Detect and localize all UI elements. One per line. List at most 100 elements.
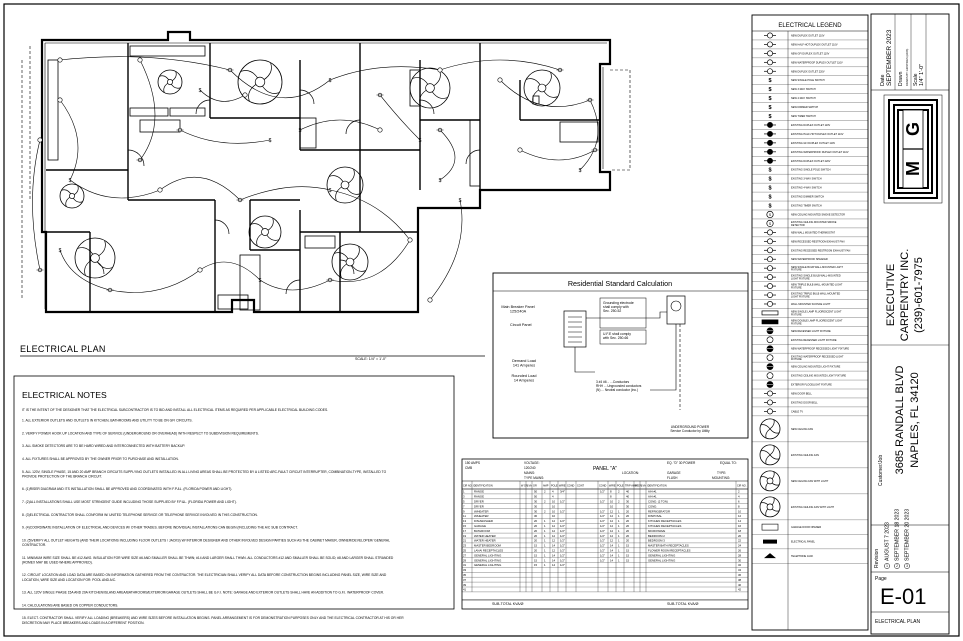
panel-right-cell: 1: [618, 529, 620, 533]
note-line: 5. ALL 120V, SINGLE PHASE, 15 AND 20 AMP…: [22, 470, 387, 474]
panel-left-cell: 23: [463, 544, 467, 548]
panel-left-cell: 1: [544, 529, 546, 533]
legend-symbol-icon: [766, 363, 774, 370]
svg-text:$: $: [768, 177, 771, 183]
panel-equal-to: EQUAL TO:: [720, 461, 737, 465]
panel-left-cell: 17: [463, 529, 467, 533]
revision-date: AUGUST 7 2023: [885, 522, 891, 561]
legend-label: EXTERIOR FLOODLIGHT FIXTURE: [791, 384, 832, 387]
date-label: Date: [880, 74, 886, 86]
wire-run: [329, 189, 411, 241]
legend-symbol-icon: [764, 399, 776, 406]
legend-symbol-icon: [759, 418, 781, 440]
panel-right-cell: 20: [626, 524, 630, 528]
legend-label: WALL MOUNTED SCONCE LIGHT: [791, 303, 831, 306]
legend-symbol-icon: [764, 238, 776, 245]
legend-symbol-icon: S: [766, 219, 774, 227]
panel-right-cell: 4: [738, 495, 740, 499]
panel-right-cell: 36: [738, 573, 742, 577]
legend-label: NEW WATERPROOF RECESSED LIGHT FIXTURE: [791, 348, 849, 351]
legend-label: NEW CEILING MOUNTED LIGHT FIXTURE: [791, 366, 841, 369]
panel-header: CIR NO.: [463, 485, 473, 488]
panel-right-cell: 1/2": [600, 534, 605, 538]
wire-run: [499, 79, 591, 107]
wire-run: [59, 249, 111, 291]
panel-right-cell: KITCHEN RECEPTACLES: [648, 519, 681, 523]
panel-right-cell: GENERAL LIGHTING: [648, 553, 675, 557]
panel-right-cell: 15: [626, 558, 630, 562]
panel-right-cell: 12: [610, 529, 614, 533]
company-phone: (239)-601-7975: [913, 257, 925, 333]
legend-symbol-icon: [764, 229, 776, 236]
legend-symbol-icon: $: [768, 186, 771, 192]
panel-right-cell: 1/2": [600, 500, 605, 504]
ceiling-fan-icon: [248, 215, 282, 249]
panel-left-cell: 14: [552, 553, 556, 557]
svg-text:$: $: [768, 168, 771, 174]
legend-symbol-icon: [764, 247, 776, 254]
panel-right-cell: 12: [610, 519, 614, 523]
revision-label: Revision: [874, 549, 880, 568]
panel-left-cell: 30: [534, 514, 538, 518]
panel-left-cell: WATER HEATER: [474, 534, 496, 538]
legend-label: ELECTRICAL PANEL: [791, 541, 816, 544]
wire-run: [439, 129, 456, 181]
switch-icon: $: [579, 168, 582, 174]
svg-text:$: $: [768, 114, 771, 120]
panel-left-cell: 20: [534, 529, 538, 533]
panel-right-cell: COND. (2 TON): [648, 500, 668, 504]
recessed-light-icon: [197, 267, 203, 273]
panel-header: OR: [533, 485, 537, 488]
ceiling-fan-icon: [59, 183, 85, 209]
legend-label: NEW CEILING MOUNTED SMOKE DETECTOR: [791, 213, 845, 216]
outlet-icon: [556, 67, 564, 73]
note-line: 15. ELECT. CONTRACTOR SHALL VERIFY ALL L…: [22, 616, 404, 620]
panel-left-cell: 1/2": [560, 549, 565, 553]
panel-header: W OR VA: [521, 485, 532, 488]
recessed-light-icon: [57, 97, 63, 103]
panel-right-cell: 15: [626, 553, 630, 557]
panel-header: COND: [567, 485, 575, 488]
wire-run: [429, 199, 463, 301]
panel-left-cell: GARAGE: [474, 524, 486, 528]
switch-icon: $: [269, 138, 272, 144]
panel-left-cell: 2: [544, 500, 546, 504]
panel-right-cell: 14: [610, 558, 614, 562]
outlet-icon: [36, 267, 44, 273]
recessed-light-icon: [517, 147, 523, 153]
panel-flush: FLUSH: [667, 476, 678, 480]
panel-voltage-label: VOLTAGE:: [524, 461, 540, 465]
notes-title: ELECTRICAL NOTES: [22, 390, 107, 400]
switch-icon: $: [439, 178, 442, 184]
panel-left-cell: 10: [552, 504, 556, 508]
legend-label: EXISTING HALF-HOT DUPLEX OUTLET 110V: [791, 133, 844, 136]
legend-symbol-icon: [764, 130, 776, 137]
panel-left-cell: 30: [534, 500, 538, 504]
panel-right-cell: DISPOSAL: [648, 514, 662, 518]
legend-label: TELEPHONE JACK: [791, 555, 814, 558]
svg-text:$: $: [768, 78, 771, 84]
panel-amps: 150 AMPS: [465, 461, 480, 465]
panel-left-cell: 10: [552, 509, 556, 513]
legend-symbol-icon: $: [768, 195, 771, 201]
legend-symbol-icon: [766, 327, 774, 335]
panel-right-cell: 20: [738, 534, 742, 538]
panel-right-cell: 24: [738, 544, 742, 548]
legend-label: EXISTING DUPLEX OUTLET 110V: [791, 124, 831, 127]
legend-symbol-icon: [759, 444, 781, 466]
panel-right-cell: 1: [618, 524, 620, 528]
note-line: 10. (5)VERIFY ALL OUTLET HEIGHTS (AND TH…: [22, 538, 390, 542]
svg-text:$: $: [768, 195, 771, 201]
outlet-icon: [136, 157, 144, 163]
note-line: PROVIDE PROTECTION OF THE BRANCH CIRCUIT…: [22, 474, 102, 478]
panel-left-cell: 1: [463, 490, 465, 494]
panel-left-cell: 12: [552, 534, 556, 538]
wire-run: [159, 176, 241, 201]
panel-left-cell: 39: [463, 583, 467, 587]
ceiling-fan-icon: [237, 59, 283, 105]
legend-symbol-icon: [764, 157, 776, 164]
